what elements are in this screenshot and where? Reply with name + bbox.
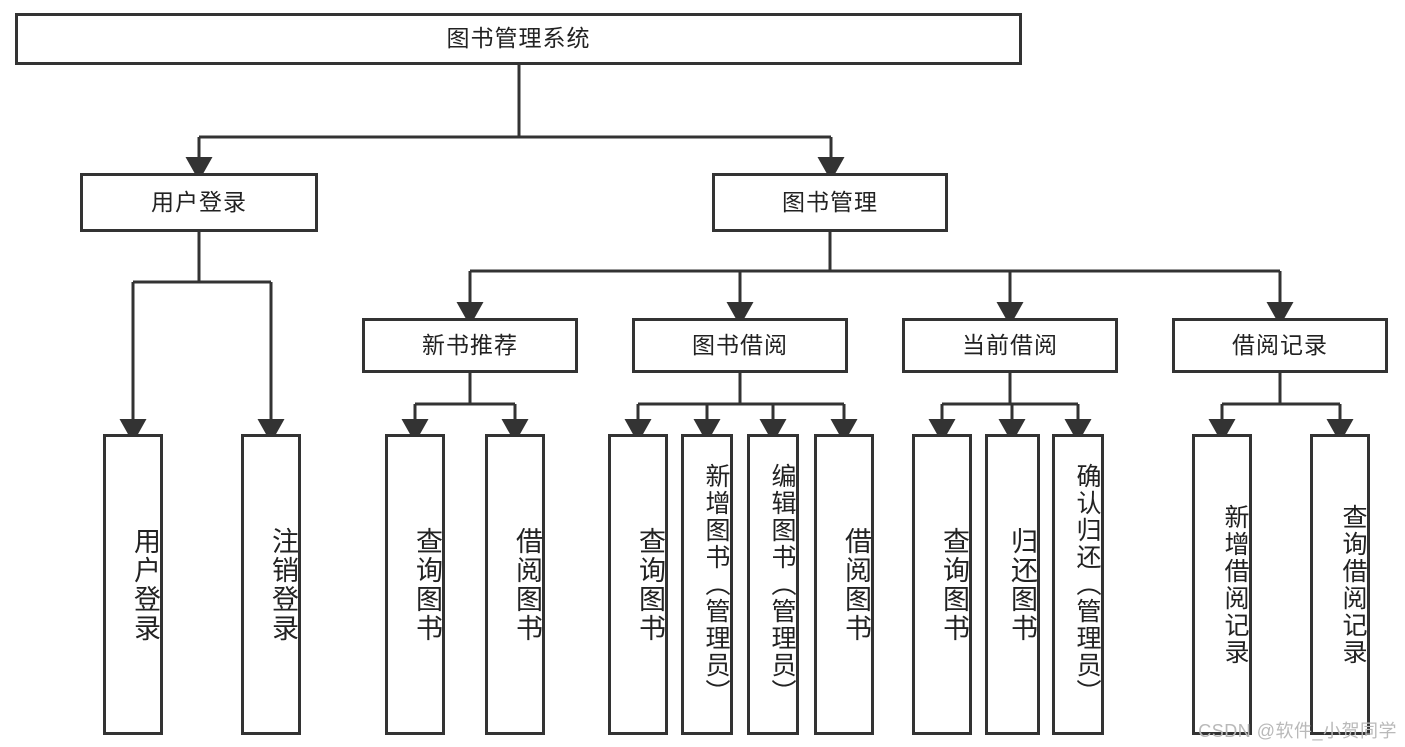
node-leaf-query-book-current[interactable]: 查询图书 — [912, 434, 972, 735]
node-leaf-confirm-return-admin[interactable]: 确认归还（管理员） — [1052, 434, 1104, 735]
watermark-text: CSDN @软件_小贺同学 — [1198, 721, 1397, 741]
node-current-borrow-label: 当前借阅 — [962, 331, 1058, 358]
node-leaf-return-book-label: 归还图书 — [1007, 526, 1037, 643]
node-root[interactable]: 图书管理系统 — [15, 13, 1022, 65]
node-leaf-add-book-admin-label: 新增图书（管理员） — [702, 463, 730, 706]
node-leaf-edit-book-admin[interactable]: 编辑图书（管理员） — [747, 434, 799, 735]
node-current-borrow[interactable]: 当前借阅 — [902, 318, 1118, 373]
node-leaf-query-book-current-label: 查询图书 — [939, 526, 969, 643]
node-leaf-return-book[interactable]: 归还图书 — [985, 434, 1040, 735]
node-leaf-query-borrow-record[interactable]: 查询借阅记录 — [1310, 434, 1370, 735]
node-borrow-records-label: 借阅记录 — [1232, 331, 1328, 358]
node-leaf-logout[interactable]: 注销登录 — [241, 434, 301, 735]
node-leaf-borrow-book-recommend[interactable]: 借阅图书 — [485, 434, 545, 735]
node-leaf-query-borrow-record-label: 查询借阅记录 — [1339, 503, 1367, 666]
node-book-borrow[interactable]: 图书借阅 — [632, 318, 848, 373]
node-book-borrow-label: 图书借阅 — [692, 331, 788, 358]
node-new-book-recommend[interactable]: 新书推荐 — [362, 318, 578, 373]
node-user-login[interactable]: 用户登录 — [80, 173, 318, 232]
node-leaf-query-book-recommend-label: 查询图书 — [412, 526, 442, 643]
node-leaf-user-login-label: 用户登录 — [130, 526, 160, 643]
node-leaf-query-book-borrow[interactable]: 查询图书 — [608, 434, 668, 735]
node-leaf-borrow-book[interactable]: 借阅图书 — [814, 434, 874, 735]
node-user-login-label: 用户登录 — [151, 188, 247, 215]
node-borrow-records[interactable]: 借阅记录 — [1172, 318, 1388, 373]
node-leaf-edit-book-admin-label: 编辑图书（管理员） — [768, 463, 796, 706]
node-leaf-confirm-return-admin-label: 确认归还（管理员） — [1073, 463, 1101, 706]
node-leaf-user-login[interactable]: 用户登录 — [103, 434, 163, 735]
node-new-book-recommend-label: 新书推荐 — [422, 331, 518, 358]
node-leaf-query-book-recommend[interactable]: 查询图书 — [385, 434, 445, 735]
node-leaf-add-borrow-record[interactable]: 新增借阅记录 — [1192, 434, 1252, 735]
node-leaf-logout-label: 注销登录 — [268, 526, 298, 643]
node-leaf-query-book-borrow-label: 查询图书 — [635, 526, 665, 643]
node-book-management[interactable]: 图书管理 — [712, 173, 948, 232]
node-leaf-borrow-book-recommend-label: 借阅图书 — [512, 526, 542, 643]
node-root-label: 图书管理系统 — [446, 25, 591, 52]
node-book-management-label: 图书管理 — [782, 188, 878, 215]
node-leaf-add-book-admin[interactable]: 新增图书（管理员） — [681, 434, 733, 735]
node-leaf-borrow-book-label: 借阅图书 — [841, 526, 871, 643]
node-leaf-add-borrow-record-label: 新增借阅记录 — [1221, 503, 1249, 666]
